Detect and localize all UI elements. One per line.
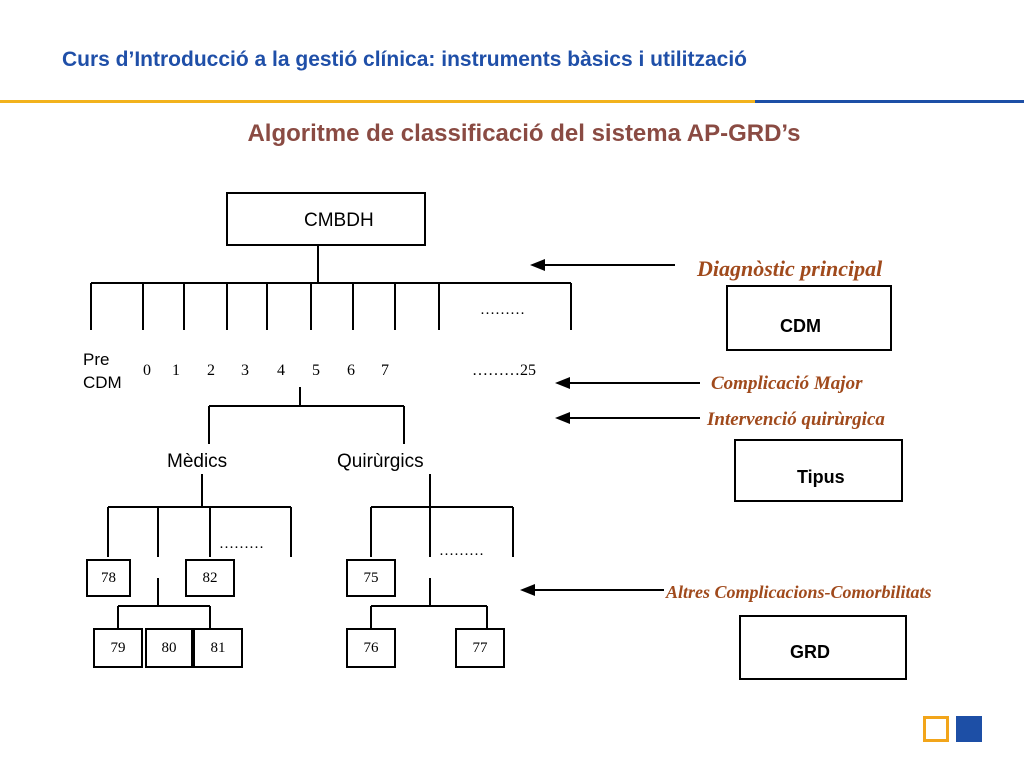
annotation-complicacio-major: Complicació Major	[711, 373, 863, 394]
cdm-number: 7	[381, 362, 389, 379]
cdm-number: 4	[277, 362, 285, 379]
grd-code: 75	[363, 569, 379, 586]
arrow-altres-icon	[520, 584, 535, 596]
grd-code: 77	[472, 639, 488, 656]
header-rule-orange	[0, 100, 755, 103]
annotation-diag-principal: Diagnòstic principal	[697, 256, 883, 281]
grd-code: 78	[101, 569, 116, 586]
grd-box: 75	[346, 559, 396, 597]
root-box: CMBDH	[226, 192, 426, 246]
cdm-number: 6	[347, 362, 355, 379]
ellipsis-medical: ………	[219, 536, 264, 552]
grd-code: 82	[202, 569, 218, 586]
header-rule-blue	[755, 100, 1024, 103]
grd-box: 78	[86, 559, 131, 597]
grd-result-box: GRD	[739, 615, 907, 680]
arrow-intervencio-icon	[555, 412, 570, 424]
filled-square-icon	[956, 716, 982, 742]
cdm-number: 5	[312, 362, 320, 379]
tipus-result-box: Tipus	[734, 439, 903, 502]
slide-title: Algoritme de classificació del sistema A…	[247, 120, 801, 147]
cdm-result-label: CDM	[780, 316, 821, 336]
grd-box: 80	[145, 628, 193, 668]
grd-code: 81	[210, 639, 226, 656]
root-label: CMBDH	[304, 210, 374, 231]
surgical-label: Quirùrgics	[337, 451, 424, 472]
arrow-complicacio-icon	[555, 377, 570, 389]
tipus-result-label: Tipus	[797, 467, 845, 487]
medical-label: Mèdics	[167, 451, 228, 472]
header-title: Curs d’Introducció a la gestió clínica: …	[62, 48, 747, 71]
grd-code: 80	[161, 639, 177, 656]
grd-result-label: GRD	[790, 642, 830, 662]
pre-cdm-label-2: CDM	[83, 373, 122, 392]
grd-code: 76	[363, 639, 379, 656]
grd-box: 77	[455, 628, 505, 668]
cdm-number: 0	[143, 362, 151, 379]
ellipsis-surgical: ………	[439, 543, 484, 559]
pre-cdm-label-1: Pre	[83, 350, 110, 369]
ellipsis-top: ………	[480, 302, 525, 318]
outline-square-icon	[923, 716, 949, 742]
cdm-number: 1	[172, 362, 180, 379]
grd-box: 82	[185, 559, 235, 597]
cdm-number-25: ………25	[472, 362, 536, 379]
arrow-diag-principal-icon	[530, 259, 545, 271]
grd-box: 81	[193, 628, 243, 668]
annotation-intervencio: Intervenció quirùrgica	[707, 409, 885, 430]
cdm-result-box: CDM	[726, 285, 892, 351]
grd-box: 76	[346, 628, 396, 668]
grd-box: 79	[93, 628, 143, 668]
cdm-number: 2	[207, 362, 215, 379]
cdm-number: 3	[241, 362, 249, 379]
grd-code: 79	[110, 639, 126, 656]
annotation-altres: Altres Complicacions-Comorbilitats	[666, 582, 932, 602]
